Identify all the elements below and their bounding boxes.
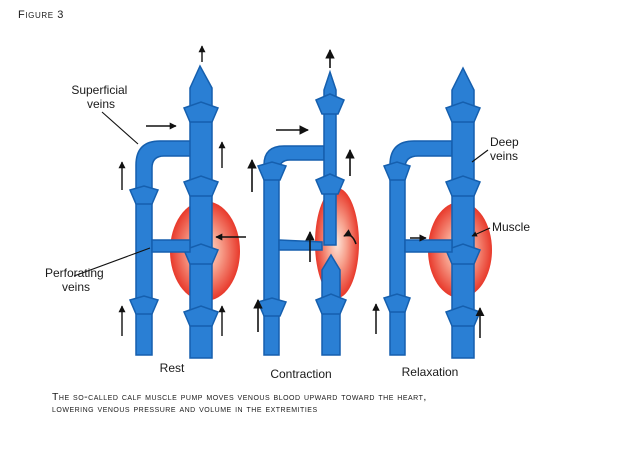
panel-relaxation: [372, 66, 492, 359]
perforating-veins-label: Perforating veins: [45, 266, 107, 294]
caption-line-1: The so-called calf muscle pump moves ven…: [52, 391, 427, 403]
perforating-vein: [278, 239, 323, 251]
muscle-label: Muscle: [492, 220, 530, 234]
perforating-vein: [151, 239, 191, 253]
deep-veins-label-line1: Deep: [490, 135, 519, 149]
perforating-veins-label-line1: Perforating: [45, 266, 104, 280]
figure-caption: The so-called calf muscle pump moves ven…: [52, 391, 612, 415]
deep-veins-label: Deep veins: [490, 135, 522, 163]
superficial-vein: [256, 145, 325, 356]
leader-line-superficial: [101, 111, 139, 145]
flow-arrows: [372, 234, 485, 338]
superficial-veins-label-line1: Superficial: [71, 83, 127, 97]
panel-label-rest: Rest: [160, 361, 185, 375]
deep-vein: [315, 69, 347, 356]
flow-arrow: [343, 229, 357, 245]
panel-rest: [118, 45, 246, 359]
panel-label-relaxation: Relaxation: [402, 365, 459, 379]
flow-arrows: [118, 45, 246, 336]
superficial-veins-label-line2: veins: [87, 97, 115, 111]
figure-label: Figure 3: [18, 9, 65, 21]
deep-vein: [182, 64, 220, 359]
perforating-vein: [404, 239, 453, 253]
leader-line-muscle: [471, 227, 491, 237]
leader-lines: [73, 111, 491, 277]
panel-label-contraction: Contraction: [270, 367, 331, 381]
superficial-veins-label: Superficial veins: [71, 83, 130, 111]
leader-line-deep: [471, 149, 489, 163]
caption-line-2: lowering venous pressure and volume in t…: [52, 403, 318, 415]
panel-contraction: [247, 49, 359, 356]
flow-arrows: [247, 49, 357, 332]
leader-line-perforating: [73, 247, 151, 277]
deep-vein: [444, 66, 482, 359]
perforating-veins-label-line2: veins: [62, 280, 90, 294]
deep-veins-label-line2: veins: [490, 149, 518, 163]
